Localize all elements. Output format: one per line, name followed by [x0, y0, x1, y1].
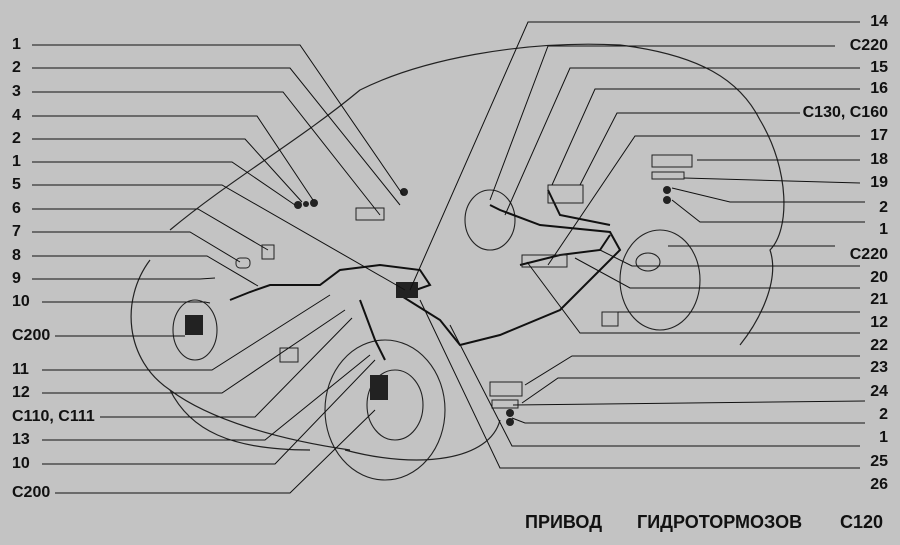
callout-label-left: 10 — [12, 293, 30, 310]
title-part1: ПРИВОД — [525, 512, 603, 532]
callout-label-right: 18 — [870, 151, 888, 168]
callout-label-left: C200 — [12, 484, 51, 501]
callout-label-right: 1 — [879, 429, 888, 446]
callout-label-left: 11 — [12, 361, 29, 378]
callout-label-left: 9 — [12, 270, 21, 287]
pressure-regulator — [396, 282, 418, 298]
callout-label-left: 6 — [12, 200, 21, 217]
callout-label-right: 23 — [870, 359, 888, 376]
rear-right-wheel — [619, 229, 701, 331]
rear-left-drum — [464, 189, 516, 251]
callout-label-left: 8 — [12, 247, 21, 264]
callout-label-left: 12 — [12, 384, 30, 401]
callout-label-left: 13 — [12, 431, 30, 448]
title-part2: ГИДРОТОРМОЗОВ — [637, 512, 803, 532]
callout-label-right: 19 — [870, 174, 888, 191]
callout-label-right: C220 — [849, 37, 888, 54]
callout-label-left: 4 — [12, 107, 21, 124]
leader-lines — [32, 21, 866, 494]
callout-label-right: 2 — [879, 406, 888, 423]
brake-pipes — [229, 189, 622, 361]
callout-label-left: 5 — [12, 176, 21, 193]
callout-label-left: C110, C111 — [12, 408, 95, 425]
brake-parts — [185, 154, 693, 426]
callout-label-right: 20 — [870, 269, 888, 286]
front-left-disc — [172, 299, 218, 361]
callout-label-right: 17 — [870, 127, 888, 144]
callout-label-right: C220 — [849, 246, 888, 263]
car-body-outline — [130, 43, 785, 461]
callout-label-left: C200 — [12, 327, 51, 344]
callout-label-left: 2 — [12, 59, 21, 76]
callout-label-left: 1 — [12, 153, 21, 170]
callout-label-right: 2 — [879, 199, 888, 216]
front-right-wheel — [324, 339, 446, 481]
callout-label-right: 12 — [870, 314, 888, 331]
callout-label-right: C130, C160 — [802, 104, 888, 121]
callout-label-right: 24 — [870, 383, 888, 400]
callout-label-right: 15 — [870, 59, 888, 76]
wheels — [172, 189, 701, 481]
callout-label-left: 10 — [12, 455, 30, 472]
callout-label-right: 16 — [870, 80, 888, 97]
callout-label-left: 2 — [12, 130, 21, 147]
callout-label-right: 25 — [870, 453, 888, 470]
front-right-disc — [366, 369, 424, 441]
callout-label-left: 1 — [12, 36, 21, 53]
callout-label-left: 7 — [12, 223, 21, 240]
callout-label-right: 21 — [870, 291, 888, 308]
callout-label-left: 3 — [12, 83, 21, 100]
title-code: C120 — [840, 512, 884, 532]
callout-label-right: 14 — [870, 13, 888, 30]
callout-label-right: 22 — [870, 337, 888, 354]
callout-label-right: 1 — [879, 221, 888, 238]
callout-label-right: 26 — [870, 476, 888, 493]
